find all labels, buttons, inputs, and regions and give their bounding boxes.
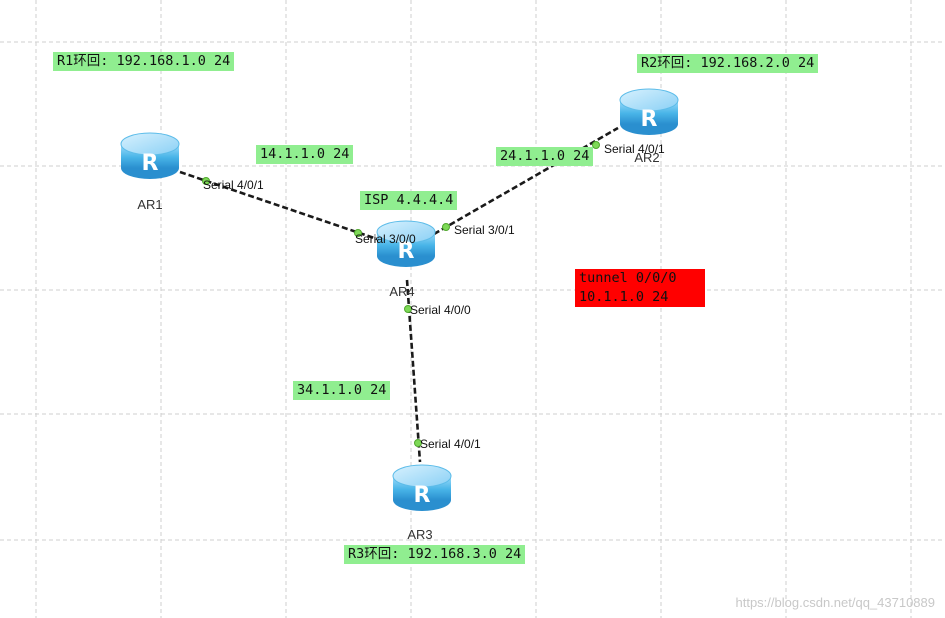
isp-label: ISP 4.4.4.4 <box>360 191 458 210</box>
port-dot-ar1-s401 <box>202 177 210 185</box>
loopback-label-r2: R2环回: 192.168.2.0 24 <box>637 54 819 73</box>
loopback-label-r1: R1环回: 192.168.1.0 24 <box>53 52 235 71</box>
port-dot-ar4-s301 <box>442 223 450 231</box>
port-label-ar3-s401: Serial 4/0/1 <box>420 437 481 451</box>
svg-text:R: R <box>641 107 658 132</box>
port-label-ar4-s300: Serial 3/0/0 <box>355 232 416 246</box>
device-name-ar4: AR4 <box>389 284 415 299</box>
port-dot-ar4-s400 <box>404 305 412 313</box>
link-ar1-ar4[interactable] <box>179 170 381 242</box>
tunnel-name: tunnel 0/0/0 <box>575 269 705 288</box>
link-label-ar1-ar4: 14.1.1.0 24 <box>256 145 354 164</box>
router-ar1-icon[interactable]: R <box>118 130 182 182</box>
port-dot-ar3-s401 <box>414 439 422 447</box>
port-label-ar4-s301: Serial 3/0/1 <box>454 223 515 237</box>
loopback-label-r3: R3环回: 192.168.3.0 24 <box>344 545 526 564</box>
tunnel-network: 10.1.1.0 24 <box>575 288 705 307</box>
link-label-ar4-ar3: 34.1.1.0 24 <box>293 381 391 400</box>
tunnel-label: tunnel 0/0/0 10.1.1.0 24 <box>575 269 705 307</box>
port-dot-ar2-s401 <box>592 141 600 149</box>
svg-text:R: R <box>398 239 415 264</box>
port-label-ar1-s401: Serial 4/0/1 <box>203 178 264 192</box>
link-ar4-ar2[interactable] <box>433 126 619 236</box>
port-label-ar4-s400: Serial 4/0/0 <box>410 303 471 317</box>
svg-text:R: R <box>414 483 431 508</box>
router-ar2-icon[interactable]: R <box>617 86 681 138</box>
link-label-ar4-ar2: 24.1.1.0 24 <box>496 147 594 166</box>
device-name-ar2: AR2 <box>634 150 660 165</box>
router-ar3-icon[interactable]: R <box>390 462 454 514</box>
port-label-ar2-s401: Serial 4/0/1 <box>604 142 665 156</box>
router-ar4-icon[interactable]: R <box>374 218 438 270</box>
svg-text:R: R <box>142 151 159 176</box>
device-name-ar3: AR3 <box>407 527 433 542</box>
watermark: https://blog.csdn.net/qq_43710889 <box>735 595 936 610</box>
port-dot-ar4-s300 <box>354 229 362 237</box>
device-name-ar1: AR1 <box>137 197 163 212</box>
